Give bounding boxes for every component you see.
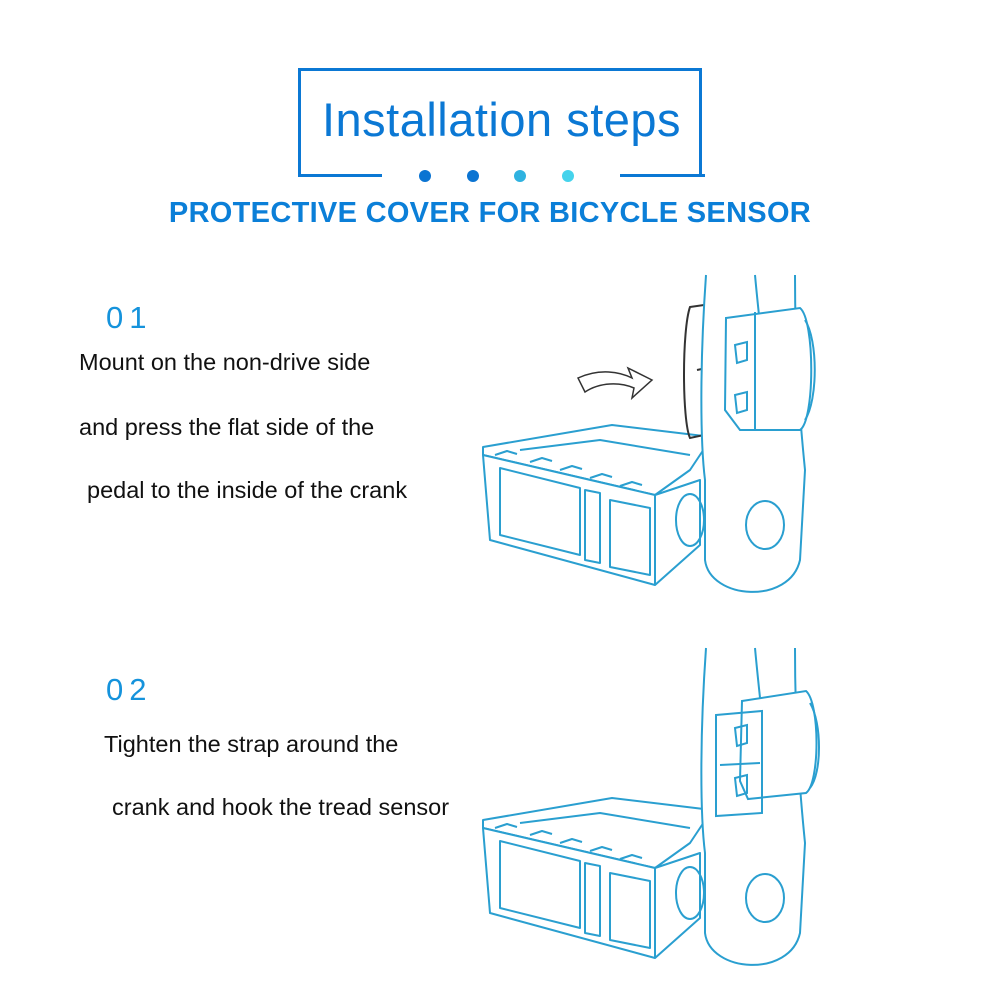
strap — [715, 702, 820, 818]
step1-illustration — [482, 274, 816, 593]
decorative-dot — [419, 170, 431, 182]
step-number: 01 — [106, 300, 153, 335]
title-frame-divider — [620, 174, 705, 177]
step2-illustration — [482, 647, 820, 966]
page-title: Installation steps — [321, 93, 682, 146]
step-text: pedal to the inside of the crank — [87, 477, 408, 503]
step-text: crank and hook the tread sensor — [112, 794, 450, 820]
page-subtitle: PROTECTIVE COVER FOR BICYCLE SENSOR — [168, 197, 812, 229]
title-frame — [298, 68, 702, 176]
decorative-dot — [467, 170, 479, 182]
decorative-dot — [562, 170, 574, 182]
decorative-dot — [514, 170, 526, 182]
title-frame-divider — [298, 174, 382, 177]
step-text: and press the flat side of the — [79, 414, 375, 440]
step-text: Mount on the non-drive side — [79, 349, 371, 375]
step-number: 02 — [106, 672, 153, 707]
arrow-icon — [576, 366, 654, 401]
step-text: Tighten the strap around the — [104, 731, 399, 757]
sensor — [738, 689, 818, 801]
